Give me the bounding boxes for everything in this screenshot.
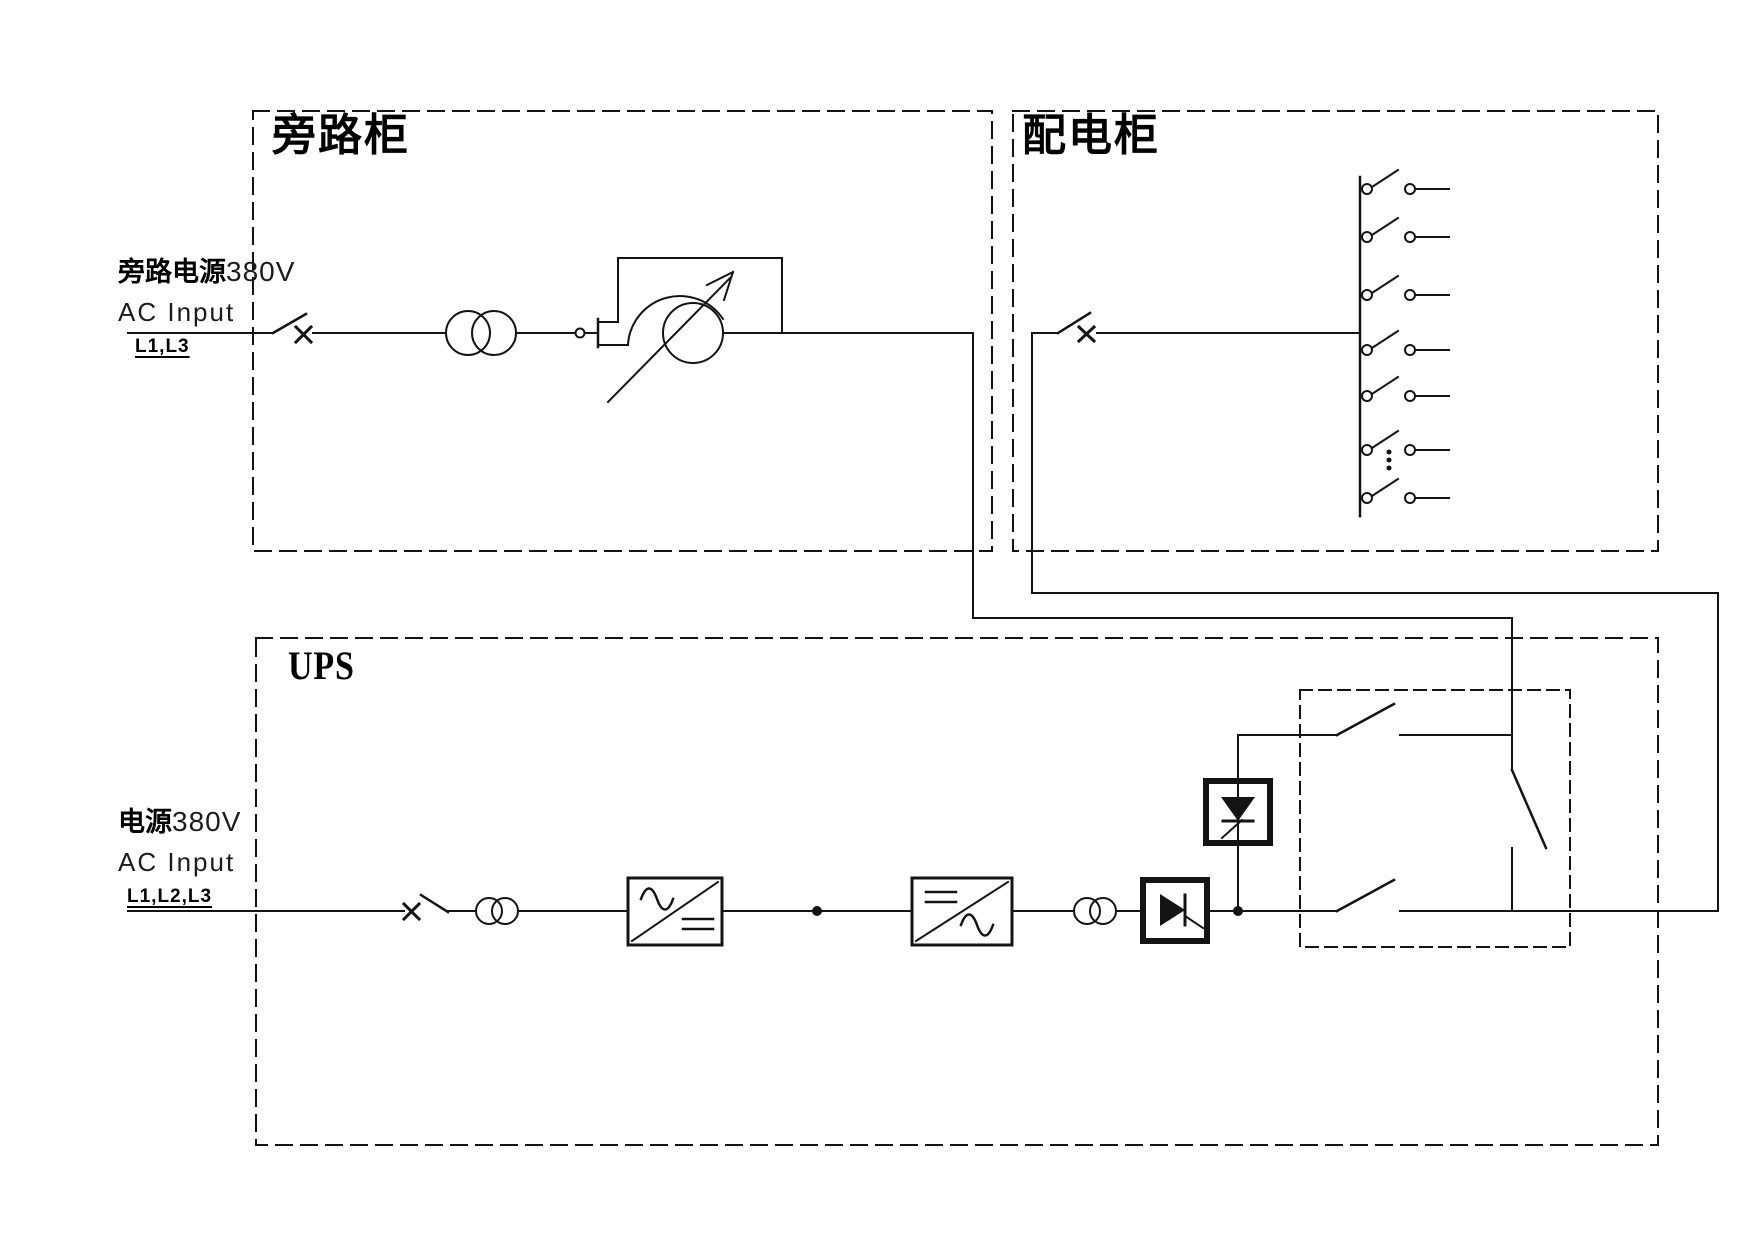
ups-input-transformer-icon — [475, 897, 519, 925]
distribution-breaker-icon — [1056, 311, 1097, 344]
bypass-source-name: 旁路电源 — [118, 257, 226, 287]
transfer-switch-middle-icon — [1510, 768, 1548, 850]
mains-source-phases: L1,L2,L3 — [127, 886, 213, 907]
ups-input-breaker-icon — [401, 893, 450, 922]
mains-source-type: AC Input — [118, 847, 236, 877]
bypass-source-voltage: 380V — [226, 256, 296, 287]
bypass-cabinet-box — [252, 110, 993, 552]
distribution-cabinet-box — [1012, 110, 1659, 552]
branch-switch-icon — [1361, 274, 1450, 301]
branch-switch-icon — [1361, 375, 1450, 402]
ups-box — [255, 637, 1659, 1146]
bypass-source-phases: L1,L3 — [135, 336, 190, 357]
more-branches-dots — [1386, 449, 1392, 471]
voltage-regulator-icon — [574, 257, 783, 404]
ups-output-transformer-icon — [1073, 897, 1117, 925]
bypass-thyristor-icon — [1203, 778, 1273, 846]
ups-title: UPS — [288, 643, 355, 688]
branch-switch-icon — [1361, 477, 1450, 504]
branch-switch-icon — [1361, 168, 1450, 195]
battery-tap-dot — [812, 906, 822, 916]
branch-switch-icon — [1361, 329, 1450, 356]
transfer-switch-top-icon — [1335, 702, 1396, 737]
branch-switches — [1361, 168, 1450, 504]
bypass-transformer-icon — [445, 310, 517, 356]
branch-switch-icon — [1361, 216, 1450, 243]
bypass-source-line1: 旁路电源380V — [118, 250, 295, 289]
mains-source-line1: 电源380V — [118, 800, 241, 839]
rectifier-icon — [626, 876, 724, 947]
bypass-source-label: 旁路电源380V AC Input L1,L3 — [118, 250, 295, 358]
distribution-feed-line — [1031, 332, 1719, 912]
bypass-cabinet-title: 旁路柜 — [272, 111, 410, 160]
static-bypass-branch — [1237, 617, 1513, 912]
static-transfer-box — [1299, 689, 1571, 948]
output-junction-dot — [1233, 906, 1243, 916]
output-thyristor-icon — [1140, 877, 1210, 944]
mains-source-name: 电源 — [118, 807, 172, 837]
bypass-source-type: AC Input — [118, 297, 236, 327]
inverter-icon — [910, 876, 1014, 947]
mains-source-voltage: 380V — [172, 806, 242, 837]
transfer-switch-bottom-icon — [1335, 878, 1396, 913]
bypass-feed-line — [127, 332, 1513, 619]
distribution-cabinet-title: 配电柜 — [1022, 111, 1160, 160]
mains-source-label: 电源380V AC Input L1,L2,L3 — [118, 800, 241, 908]
branch-switch-icon — [1361, 429, 1450, 456]
bypass-breaker-icon — [271, 312, 314, 345]
